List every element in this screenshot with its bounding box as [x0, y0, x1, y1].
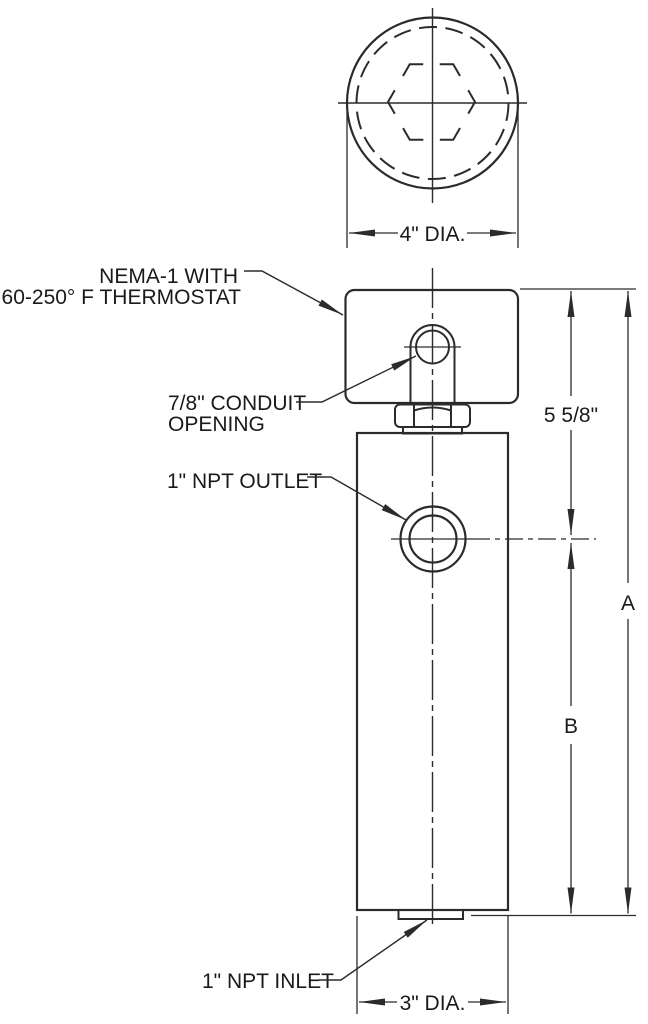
dim-b-label: B: [564, 715, 578, 738]
outlet-label: 1" NPT OUTLET: [167, 470, 322, 493]
hidden-body-circle: [355, 26, 510, 180]
outlet-leader-line: [307, 476, 407, 521]
conduit-leader-line: [296, 355, 417, 403]
hex-nut-facet-arc: [413, 406, 452, 412]
conduit-hub: [409, 324, 456, 403]
top-view: 4" DIA.: [338, 8, 527, 248]
bottom-dimension: 3" DIA.: [356, 916, 509, 1015]
conduit-label-line2: OPENING: [168, 413, 265, 436]
hidden-hex-plug: [386, 63, 477, 141]
nema-leader-line: [244, 270, 344, 316]
dim-558-label: 5 5/8": [544, 404, 598, 427]
dim-a-label: A: [621, 592, 635, 615]
callouts: NEMA-1 WITH 60-250° F THERMOSTAT 7/8" CO…: [2, 265, 428, 993]
right-dimensions: 5 5/8" B A: [471, 288, 636, 917]
dim-4dia-label: 4" DIA.: [400, 223, 466, 246]
nema-enclosure: [344, 288, 520, 405]
nema-label-line1: NEMA-1 WITH: [99, 265, 238, 288]
inlet-leader-line: [318, 919, 428, 981]
flange-outer-circle: [345, 16, 520, 190]
side-view: [344, 268, 596, 928]
conduit-label-line1: 7/8" CONDUIT: [168, 392, 306, 415]
inlet-fitting: [397, 909, 464, 920]
nema-label-line2: 60-250° F THERMOSTAT: [2, 286, 242, 309]
inlet-label: 1" NPT INLET: [202, 970, 334, 993]
dim-3dia-label: 3" DIA.: [400, 992, 466, 1015]
